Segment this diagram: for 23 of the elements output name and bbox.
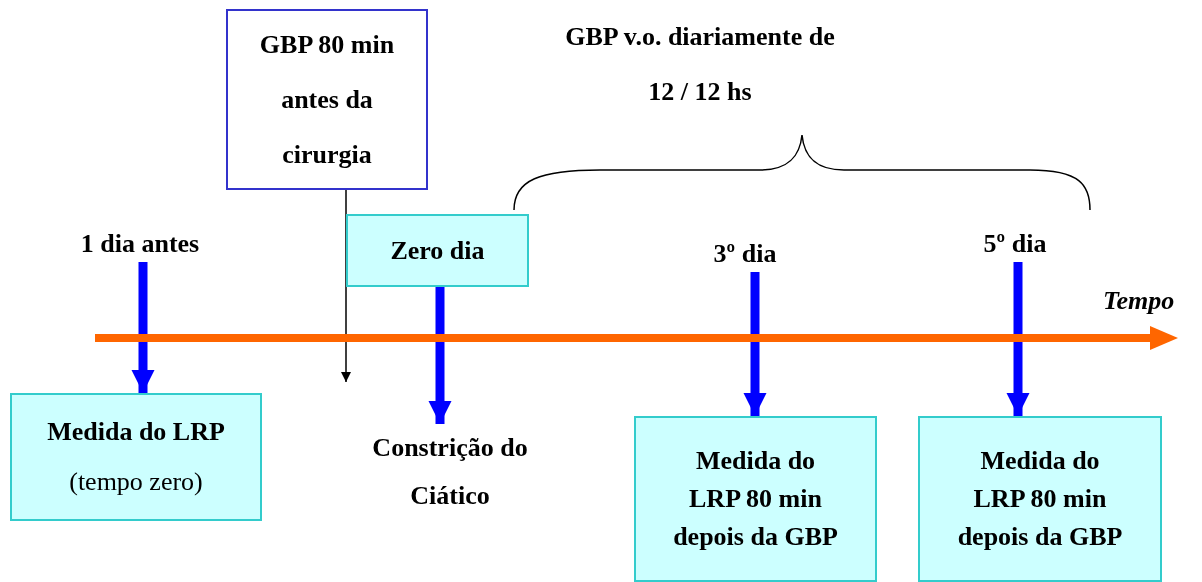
day-label: 1 dia antes — [40, 226, 240, 262]
process-box — [634, 416, 877, 582]
arrow — [131, 262, 155, 393]
box-subtext: (tempo zero) — [69, 466, 203, 498]
annotation-text: 12 / 12 hs — [648, 77, 752, 107]
box-text: Zero dia — [390, 234, 485, 267]
arrow — [1006, 262, 1030, 416]
process-box — [226, 9, 428, 190]
arrow — [340, 189, 352, 383]
box-text: Medida do LRP 80 min depois da GBP — [956, 445, 1124, 553]
box-text: Medida do LRP 80 min depois da GBP — [672, 445, 839, 553]
arrow — [428, 287, 452, 424]
event-label: Constrição do Ciático — [370, 424, 530, 520]
process-box — [346, 214, 529, 287]
box-text: Medida do LRP — [47, 416, 225, 448]
process-box — [10, 393, 262, 521]
arrow — [743, 272, 767, 416]
day-label: 5º dia — [950, 226, 1080, 262]
box-text: GBP 80 min antes da cirurgia — [258, 29, 396, 171]
day-label: 3º dia — [680, 236, 810, 272]
axis-label: Tempo — [1103, 286, 1175, 316]
annotation-text: GBP v.o. diariamente de — [565, 22, 835, 52]
process-box — [918, 416, 1162, 582]
